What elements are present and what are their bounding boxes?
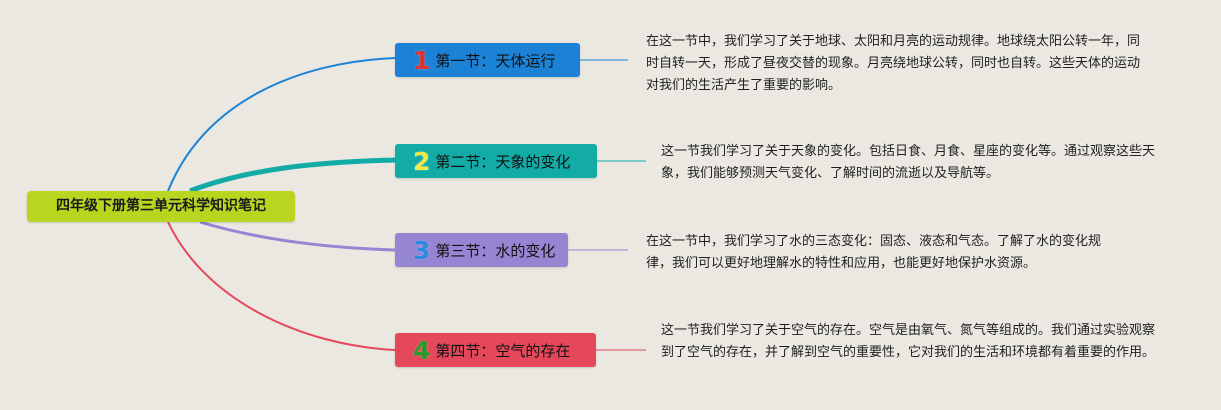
- topic-number-2: 2: [413, 146, 431, 176]
- topic-node-4[interactable]: 4 第四节：空气的存在: [395, 333, 596, 367]
- topic-label-3: 第三节：水的变化: [435, 241, 556, 260]
- topic-node-1[interactable]: 1 第一节：天体运行: [395, 43, 580, 77]
- root-label: 四年级下册第三单元科学知识笔记: [56, 198, 266, 214]
- topic-number-4: 4: [413, 335, 431, 365]
- root-node[interactable]: 四年级下册第三单元科学知识笔记: [27, 191, 295, 222]
- topic-label-2: 第二节：天象的变化: [435, 152, 571, 171]
- topic-number-1: 1: [413, 45, 431, 75]
- topic-node-2[interactable]: 2 第二节：天象的变化: [395, 144, 597, 178]
- topic-description-4: 这一节我们学习了关于空气的存在。空气是由氧气、氮气等组成的。我们通过实验观察到了…: [661, 323, 1156, 360]
- branch-line-4: [167, 221, 396, 351]
- topic-description-3: 在这一节中，我们学习了水的三态变化：固态、液态和气态。了解了水的变化规律，我们可…: [646, 234, 1102, 271]
- topic-label-1: 第一节：天体运行: [435, 51, 556, 70]
- branch-line-3: [199, 220, 396, 252]
- topic-number-3: 3: [413, 235, 431, 265]
- topic-description-1: 在这一节中，我们学习了关于地球、太阳和月亮的运动规律。地球绕太阳公转一年，同时自…: [646, 34, 1141, 93]
- branch-line-2: [189, 157, 396, 194]
- branch-line-1: [167, 57, 396, 192]
- topic-label-4: 第四节：空气的存在: [435, 341, 571, 360]
- topic-description-2: 这一节我们学习了关于天象的变化。包括日食、月食、星座的变化等。通过观察这些天象，…: [661, 144, 1156, 181]
- topic-node-3[interactable]: 3 第三节：水的变化: [395, 233, 568, 267]
